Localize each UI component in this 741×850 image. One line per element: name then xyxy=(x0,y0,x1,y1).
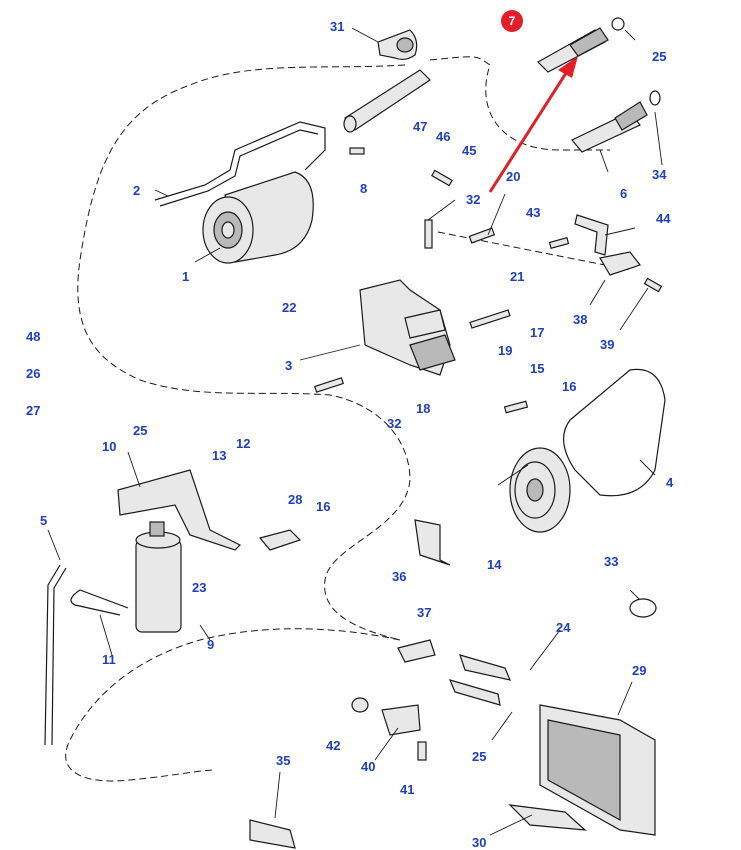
callout-25-mid: 25 xyxy=(133,423,148,438)
callout-13: 13 xyxy=(212,448,227,463)
hose-fitting-upper xyxy=(343,69,431,133)
callout-40: 40 xyxy=(361,759,376,774)
callout-33: 33 xyxy=(604,554,619,569)
dashed-route-lower xyxy=(65,628,401,782)
callout-29: 29 xyxy=(632,663,647,678)
callout-46: 46 xyxy=(436,129,451,144)
callout-25: 25 xyxy=(652,49,667,64)
compressor-part xyxy=(202,171,314,264)
dashed-route-main xyxy=(77,64,411,641)
callout-12: 12 xyxy=(236,436,251,451)
wire-part xyxy=(70,589,129,616)
pipe-part xyxy=(154,121,326,201)
clamp-28 xyxy=(258,529,302,551)
callout-48: 48 xyxy=(26,329,41,344)
callout-37: 37 xyxy=(417,605,432,620)
highlight-badge: 7 xyxy=(501,10,523,32)
callout-19: 19 xyxy=(498,343,513,358)
callout-20: 20 xyxy=(506,169,521,184)
callout-32-top: 32 xyxy=(466,192,481,207)
drier-part xyxy=(135,521,182,633)
callout-34: 34 xyxy=(652,167,667,182)
highlight-arrow xyxy=(488,69,570,193)
callout-30: 30 xyxy=(472,835,487,850)
callout-21: 21 xyxy=(510,269,525,284)
strap-part xyxy=(629,598,657,618)
hose-end-part-6 xyxy=(571,90,661,153)
callout-10: 10 xyxy=(102,439,117,454)
belt-part xyxy=(563,368,666,497)
callout-26: 26 xyxy=(26,366,41,381)
pulley-part xyxy=(509,447,571,533)
callout-35: 35 xyxy=(276,753,291,768)
callout-24: 24 xyxy=(556,620,571,635)
bracket-35 xyxy=(249,819,296,849)
dashed-route-top xyxy=(429,56,610,151)
line-part xyxy=(44,564,67,746)
callout-16-mid: 16 xyxy=(316,499,331,514)
hose-end-part xyxy=(537,17,625,73)
callout-42: 42 xyxy=(326,738,341,753)
callout-36: 36 xyxy=(392,569,407,584)
bracket-36 xyxy=(414,519,451,566)
callout-23: 23 xyxy=(192,580,207,595)
bracket-part xyxy=(359,279,456,376)
clamp-part xyxy=(377,29,418,61)
callout-47: 47 xyxy=(413,119,428,134)
callout-28: 28 xyxy=(288,492,303,507)
callout-16-right: 16 xyxy=(562,379,577,394)
bolts xyxy=(314,147,663,414)
callout-4: 4 xyxy=(666,475,674,490)
leader-lines xyxy=(47,27,663,836)
callout-14: 14 xyxy=(487,557,502,572)
callout-8: 8 xyxy=(360,181,368,196)
callout-18: 18 xyxy=(416,401,431,416)
callout-41: 41 xyxy=(400,782,415,797)
callout-3: 3 xyxy=(285,358,293,373)
callout-11: 11 xyxy=(102,652,116,667)
clip-40 xyxy=(381,704,421,736)
callout-17: 17 xyxy=(530,325,545,340)
callout-5: 5 xyxy=(40,513,48,528)
callout-43: 43 xyxy=(526,205,541,220)
callout-25-low: 25 xyxy=(472,749,487,764)
highlight-arrowhead xyxy=(558,56,578,78)
hose-lower xyxy=(397,639,511,706)
callout-39: 39 xyxy=(600,337,615,352)
nut-42 xyxy=(351,697,369,713)
evaporator-part xyxy=(539,704,656,836)
callout-38: 38 xyxy=(573,312,588,327)
callout-45: 45 xyxy=(462,143,477,158)
bracket-small xyxy=(574,214,641,276)
pad-part xyxy=(508,804,587,831)
callout-32-mid: 32 xyxy=(387,416,402,431)
drier-bracket xyxy=(117,469,242,551)
callout-31: 31 xyxy=(330,19,345,34)
callout-15: 15 xyxy=(530,361,545,376)
callout-27: 27 xyxy=(26,403,41,418)
callout-44: 44 xyxy=(656,211,671,226)
callout-22: 22 xyxy=(282,300,297,315)
callout-6: 6 xyxy=(620,186,628,201)
callout-9: 9 xyxy=(207,637,215,652)
callout-2: 2 xyxy=(133,183,141,198)
bolt-41 xyxy=(417,741,427,761)
callout-1: 1 xyxy=(182,269,190,284)
